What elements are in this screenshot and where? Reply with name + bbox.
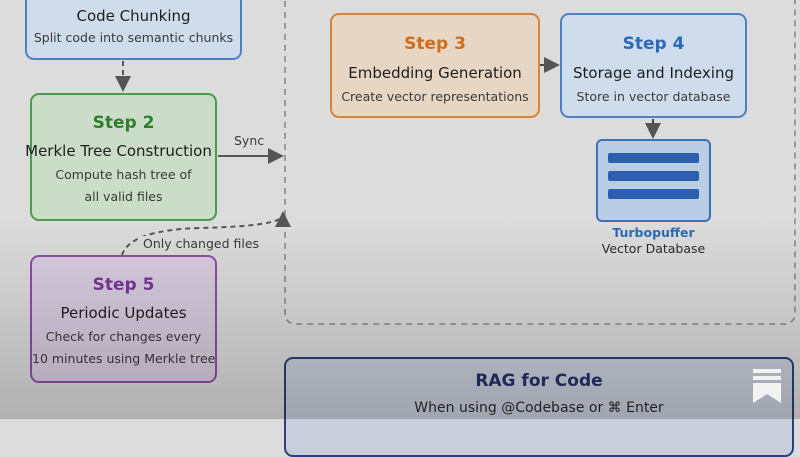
step4-title: Storage and Indexing bbox=[573, 64, 734, 82]
sync-container bbox=[284, 0, 796, 325]
step1-title: Code Chunking bbox=[76, 7, 191, 25]
sync-label: Sync bbox=[234, 133, 265, 148]
database-type: Vector Database bbox=[601, 241, 706, 256]
step1-desc: Split code into semantic chunks bbox=[33, 30, 234, 45]
rag-subtitle: When using @Codebase or ⌘ Enter bbox=[414, 400, 664, 416]
arrow-changed-files bbox=[121, 211, 291, 256]
step5-title: Periodic Updates bbox=[60, 304, 187, 322]
step2-desc-line2: all valid files bbox=[84, 189, 163, 204]
step5-box: Step 5 Periodic Updates Check for change… bbox=[30, 255, 217, 383]
database-bar bbox=[608, 171, 699, 181]
connector-layer bbox=[115, 0, 796, 325]
step1-box: Code Chunking Split code into semantic c… bbox=[25, 0, 242, 60]
step2-title: Merkle Tree Construction bbox=[25, 142, 212, 160]
database-bar bbox=[608, 189, 699, 199]
database-icon bbox=[596, 139, 711, 222]
database-bar bbox=[608, 153, 699, 163]
step4-desc: Store in vector database bbox=[576, 89, 731, 104]
step2-desc-line1: Compute hash tree of bbox=[55, 167, 192, 182]
bookmark-icon[interactable] bbox=[751, 368, 783, 404]
changed-files-label: Only changed files bbox=[140, 236, 263, 251]
step3-label: Step 3 bbox=[404, 34, 466, 54]
database-label: Turbopuffer Vector Database bbox=[560, 225, 747, 257]
step4-box: Step 4 Storage and Indexing Store in vec… bbox=[560, 13, 747, 118]
step5-label: Step 5 bbox=[92, 275, 155, 295]
step3-title: Embedding Generation bbox=[348, 64, 522, 82]
step2-box: Step 2 Merkle Tree Construction Compute … bbox=[25, 93, 217, 221]
rag-box: RAG for Code When using @Codebase or ⌘ E… bbox=[284, 357, 794, 457]
step4-label: Step 4 bbox=[622, 34, 685, 54]
step5-desc-line1: Check for changes every bbox=[45, 329, 202, 344]
step2-label: Step 2 bbox=[92, 113, 155, 133]
step3-box: Step 3 Embedding Generation Create vecto… bbox=[330, 13, 540, 118]
step3-desc: Create vector representations bbox=[341, 89, 529, 104]
database-name: Turbopuffer bbox=[612, 225, 695, 240]
rag-title: RAG for Code bbox=[475, 371, 603, 391]
step5-desc-line2: 10 minutes using Merkle tree bbox=[32, 351, 216, 366]
